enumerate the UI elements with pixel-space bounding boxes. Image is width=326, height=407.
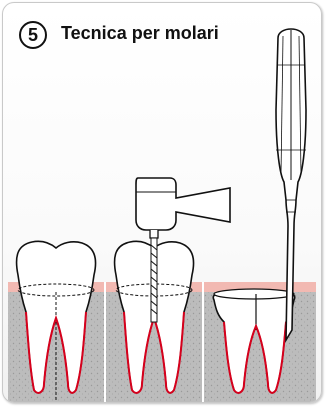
- molar-technique-illustration: [0, 0, 326, 407]
